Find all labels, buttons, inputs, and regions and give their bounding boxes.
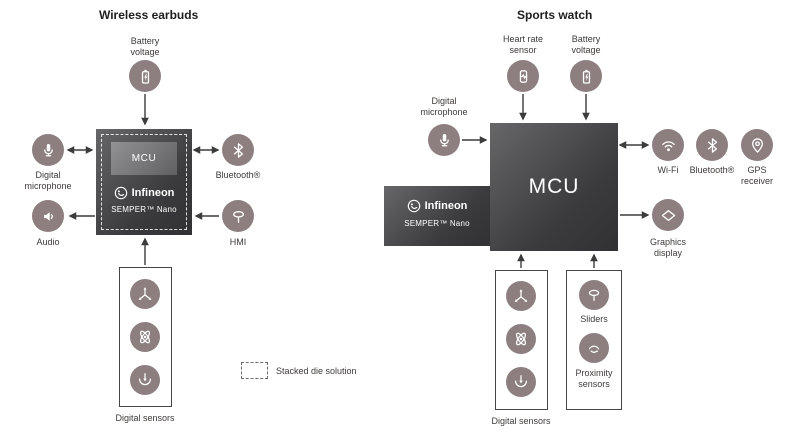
digital-microphone-node-right xyxy=(428,124,460,156)
pressure-sensor-node-left xyxy=(130,365,160,395)
infineon-brand-left: Infineon xyxy=(96,186,192,200)
display-diamond-icon xyxy=(661,209,675,221)
battery-bolt-icon xyxy=(582,69,590,84)
atom-icon xyxy=(515,332,527,346)
microphone-icon xyxy=(43,143,53,156)
battery-bolt-icon xyxy=(141,69,149,84)
digital-microphone-node-left xyxy=(32,134,64,166)
digital-sensors-label-left: Digital sensors xyxy=(115,413,175,423)
battery-voltage-label-right: Battery voltage xyxy=(571,34,601,56)
infineon-wordmark-left: Infineon xyxy=(131,187,175,199)
bluetooth-node-right xyxy=(696,129,728,161)
wifi-node xyxy=(652,129,684,161)
bowl-arrow-icon xyxy=(138,373,152,386)
semper-nano-label-left: SEMPER™ Nano xyxy=(111,205,177,214)
legend-dashed-box xyxy=(241,362,268,379)
infineon-logo-icon xyxy=(407,199,420,213)
right-diagram-title: Sports watch xyxy=(517,8,593,22)
location-pin-icon xyxy=(751,137,763,153)
bluetooth-node-left xyxy=(222,134,254,166)
mcu-die-left: MCU xyxy=(111,142,177,175)
bowl-arrow-icon xyxy=(514,375,528,388)
semper-nano-box-right: Infineon SEMPER™ Nano xyxy=(384,186,490,246)
proximity-wave-icon xyxy=(588,345,600,353)
pressure-sensor-node-right xyxy=(506,367,536,397)
mcu-label-right: MCU xyxy=(528,175,580,198)
proximity-sensor-node xyxy=(579,333,609,363)
axes-sensor-node-right xyxy=(506,281,536,311)
hmi-node-left xyxy=(222,200,254,232)
bluetooth-label-left: Bluetooth® xyxy=(215,170,261,180)
heart-rate-label: Heart rate sensor xyxy=(502,34,544,56)
heart-rate-node xyxy=(507,60,539,92)
slider-node xyxy=(579,280,609,310)
battery-voltage-node-right xyxy=(570,60,602,92)
3d-axes-icon xyxy=(514,289,528,302)
proximity-sensors-label: Proximity sensors xyxy=(575,368,613,390)
gyroscope-sensor-node-left xyxy=(130,322,160,352)
sliders-label: Sliders xyxy=(580,314,608,324)
wifi-icon xyxy=(661,140,675,151)
mcu-package-left: MCU Infineon SEMPER™ Nano xyxy=(96,129,192,235)
wifi-label: Wi-Fi xyxy=(657,165,679,175)
infineon-brand-right: Infineon xyxy=(384,199,490,213)
bluetooth-icon xyxy=(707,137,717,153)
battery-voltage-node-left xyxy=(129,60,161,92)
mcu-label-left: MCU xyxy=(131,153,157,164)
graphics-display-node xyxy=(652,199,684,231)
hmi-label-left: HMI xyxy=(229,237,247,247)
speaker-icon xyxy=(43,211,53,221)
gps-node xyxy=(741,129,773,161)
3d-axes-icon xyxy=(138,287,152,300)
left-diagram-title: Wireless earbuds xyxy=(99,8,199,22)
gyroscope-sensor-node-right xyxy=(506,324,536,354)
heart-rate-sensor-icon xyxy=(519,69,527,83)
bluetooth-icon xyxy=(233,142,243,158)
semper-nano-label-right: SEMPER™ Nano xyxy=(404,219,470,228)
mcu-box-right: MCU xyxy=(490,123,618,251)
battery-voltage-label-left: Battery voltage xyxy=(130,36,160,58)
digital-sensors-label-right: Digital sensors xyxy=(491,416,551,426)
digital-microphone-label-left: Digital microphone xyxy=(24,170,72,192)
axes-sensor-node-left xyxy=(130,279,160,309)
microphone-icon xyxy=(439,133,449,146)
button-knob-icon xyxy=(232,210,244,223)
audio-label-left: Audio xyxy=(36,237,60,247)
infineon-logo-icon xyxy=(114,186,127,200)
infineon-wordmark-right: Infineon xyxy=(424,200,468,212)
graphics-display-label: Graphics display xyxy=(649,237,686,259)
slider-knob-icon xyxy=(588,289,600,302)
stacked-die-outline xyxy=(101,134,187,230)
digital-microphone-label-right: Digital microphone xyxy=(420,96,468,118)
legend-label: Stacked die solution xyxy=(276,366,357,376)
bluetooth-label-right: Bluetooth® xyxy=(689,165,735,175)
audio-node-left xyxy=(32,200,64,232)
gps-receiver-label: GPS receiver xyxy=(740,165,773,187)
atom-icon xyxy=(139,330,151,344)
